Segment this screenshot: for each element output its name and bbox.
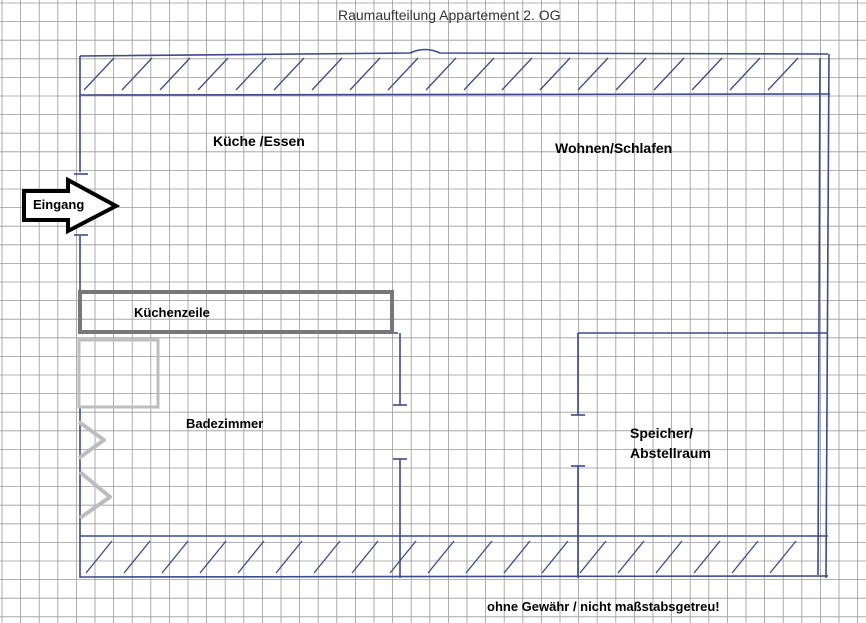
hatch-stroke [731,540,759,574]
room-label-storage-line1: Speicher/ [630,425,694,441]
hatch-stroke [503,540,531,574]
bathroom-window [77,420,112,520]
top-wall-outer [79,48,829,57]
room-label-kitchen: Küche /Essen [213,133,305,149]
hatch-stroke [311,57,343,91]
right-wall-inner [817,57,821,576]
hatch-stroke [235,57,267,91]
hatch-stroke [767,57,799,91]
hatch-stroke [577,57,609,91]
hatch-stroke [197,57,229,91]
room-label-living: Wohnen/Schlafen [555,140,673,156]
hatch-stroke [653,57,685,91]
hatch-stroke [579,540,607,574]
hatch-stroke [769,540,797,574]
bottom-wall-outer [79,575,829,578]
hatch-stroke [313,540,341,574]
disclaimer-note: ohne Gewähr / nicht maßstabsgetreu! [487,599,720,614]
window-chevron [78,470,112,520]
room-label-bathroom: Badezimmer [186,416,264,431]
hatch-stroke [159,57,191,91]
hatch-stroke [615,57,647,91]
hatch-stroke [351,540,379,574]
hatch-stroke [655,540,683,574]
hatch-stroke [501,57,533,91]
interior-walls [74,173,828,578]
hatch-stroke [425,57,457,91]
hatch-stroke [691,57,723,91]
hatch-stroke [199,540,227,574]
hatch-stroke [427,540,455,574]
top-wall-inner [79,93,831,96]
top-wall-hatching [83,57,799,91]
kitchenette-counter [78,290,394,334]
hatch-stroke [465,540,493,574]
hatch-stroke [693,540,721,574]
plan-title: Raumaufteilung Appartement 2. OG [338,7,561,23]
hatch-stroke [387,57,419,91]
right-wall [825,53,830,579]
hatch-stroke [85,540,113,574]
entrance-label: Eingang [33,197,85,212]
room-label-storage-line2: Abstellraum [630,445,711,461]
hatch-stroke [729,57,761,91]
room-label-kitchenette: Küchenzeile [134,305,210,320]
hatch-stroke [539,57,571,91]
bottom-wall-hatching [85,540,797,574]
hatch-stroke [463,57,495,91]
hatch-stroke [121,57,153,91]
hatch-stroke [83,57,115,91]
hatch-stroke [237,540,265,574]
hatch-stroke [275,540,303,574]
entrance-arrow [22,176,121,235]
hatch-stroke [349,57,381,91]
hatch-stroke [161,540,189,574]
outer-walls [79,48,831,579]
hatch-stroke [273,57,305,91]
hatch-stroke [123,540,151,574]
window-chevron [77,420,106,460]
hatch-stroke [541,540,569,574]
hatch-stroke [617,540,645,574]
bathroom-fixture [77,338,160,409]
hatch-stroke [389,540,417,574]
